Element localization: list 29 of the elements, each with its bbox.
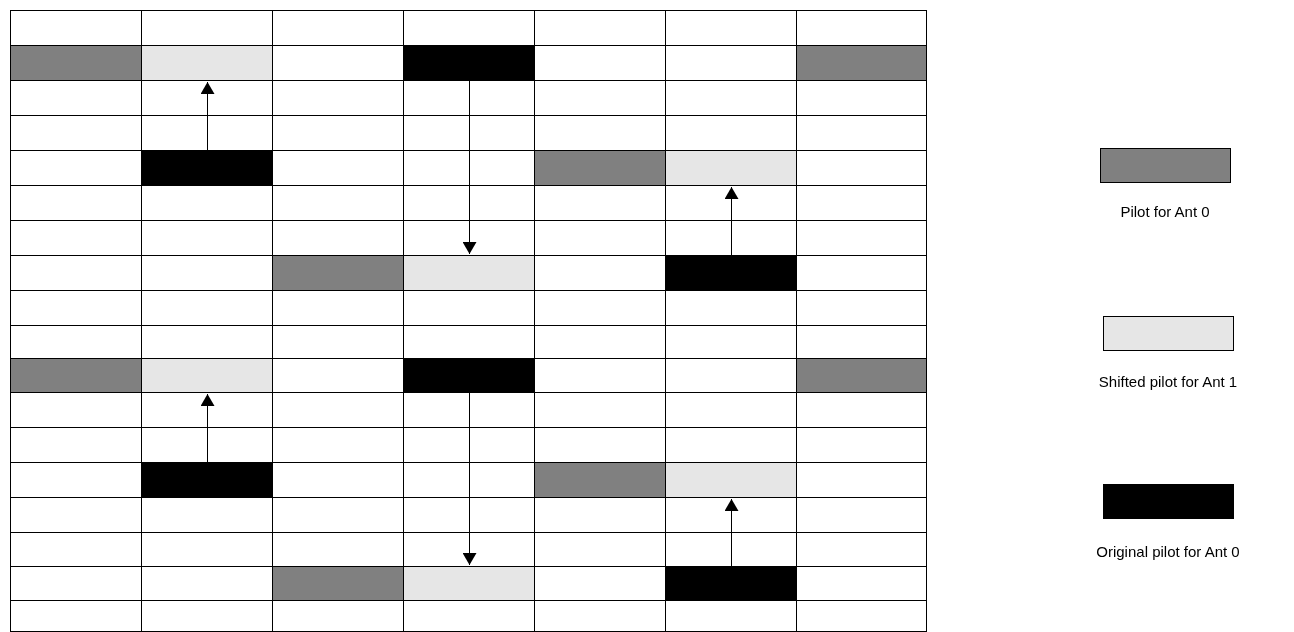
arrow: [462, 392, 477, 566]
arrow: [200, 81, 215, 151]
legend-label: Pilot for Ant 0: [1119, 202, 1211, 222]
pilot-cell: [534, 150, 666, 186]
pilot-cell: [796, 45, 927, 81]
original-pilot-cell: [403, 358, 535, 393]
pilot-cell: [796, 358, 927, 393]
legend-label: Shifted pilot for Ant 1: [1097, 372, 1239, 392]
shifted-pilot-cell: [403, 566, 535, 601]
original-pilot-cell: [141, 150, 273, 186]
original-pilot-cell: [665, 255, 797, 291]
shifted-pilot-cell: [403, 255, 535, 291]
arrow: [724, 186, 739, 256]
pilot-cell: [10, 45, 142, 81]
shifted-pilot-cell: [665, 462, 797, 498]
shifted-pilot-cell: [141, 45, 273, 81]
arrow: [200, 393, 215, 463]
legend-label: Original pilot for Ant 0: [1095, 542, 1241, 562]
original-pilot-cell: [141, 462, 273, 498]
original-pilot-cell: [403, 45, 535, 81]
pilot-cell: [272, 255, 404, 291]
pilot-cell: [272, 566, 404, 601]
pilot-cell: [534, 462, 666, 498]
arrow: [724, 498, 739, 567]
pilot-cell: [10, 358, 142, 393]
original-pilot-cell: [665, 566, 797, 601]
arrow: [462, 80, 477, 255]
shifted-pilot-cell: [141, 358, 273, 393]
shifted-pilot-cell: [665, 150, 797, 186]
